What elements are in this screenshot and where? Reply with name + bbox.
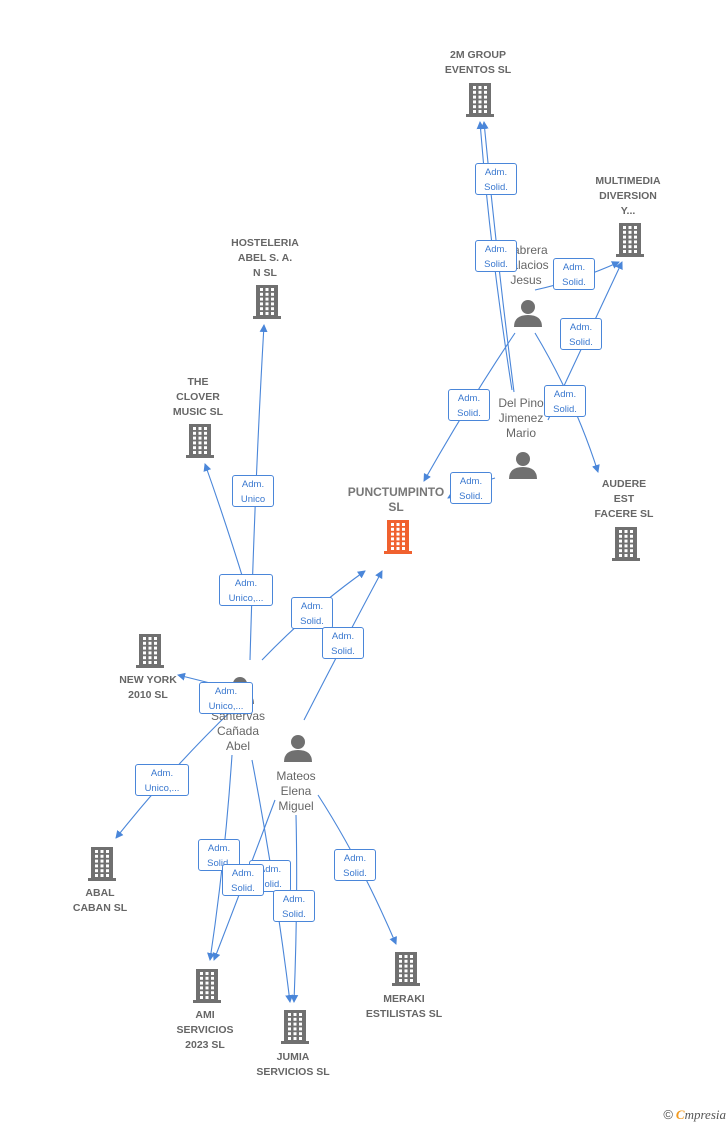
company-multi-building-icon[interactable] <box>616 223 644 257</box>
company-clover-building-icon[interactable] <box>186 424 214 458</box>
role-badge[interactable]: Adm. Solid. <box>334 849 376 881</box>
edge-mateos-to-clover <box>203 463 246 586</box>
role-badge[interactable]: Adm. Solid. <box>553 258 595 290</box>
role-badge[interactable]: Adm. Solid. <box>291 597 333 629</box>
role-badge[interactable]: Adm. Solid. <box>322 627 364 659</box>
node-label-multi[interactable]: MULTIMEDIA DIVERSION Y... <box>595 175 661 217</box>
node-label-punct[interactable]: PUNCTUMPINTO SL <box>347 485 445 514</box>
company-jumia-building-icon[interactable] <box>281 1010 309 1044</box>
copyright-symbol: © <box>663 1107 673 1122</box>
node-label-clover[interactable]: THE CLOVER MUSIC SL <box>172 376 224 418</box>
brand-name: mpresia <box>684 1107 726 1122</box>
role-badge[interactable]: Adm. Unico,... <box>135 764 189 796</box>
company-abal-building-icon[interactable] <box>88 847 116 881</box>
person-delpino-icon[interactable] <box>509 452 537 479</box>
node-label-santervas[interactable]: Santervas Cañada Abel <box>210 709 266 753</box>
person-cabrera-icon[interactable] <box>514 300 542 327</box>
role-badge[interactable]: Adm. Unico,... <box>199 682 253 714</box>
role-badge[interactable]: Adm. Solid. <box>544 385 586 417</box>
node-label-hosteleria[interactable]: HOSTELERIA ABEL S. A. N SL <box>231 237 299 279</box>
role-badge[interactable]: Adm. Unico <box>232 475 274 507</box>
role-badge[interactable]: Adm. Solid. <box>475 240 517 272</box>
node-label-2m[interactable]: 2M GROUP EVENTOS SL <box>444 49 512 76</box>
role-badge[interactable]: Adm. Solid. <box>475 163 517 195</box>
role-badge[interactable]: Adm. Solid. <box>448 389 490 421</box>
person-mateos-icon[interactable] <box>284 735 312 762</box>
node-label-ami[interactable]: AMI SERVICIOS 2023 SL <box>176 1009 234 1051</box>
node-label-delpino[interactable]: Del Pino Jimenez Mario <box>498 396 544 440</box>
role-badge[interactable]: Adm. Solid. <box>222 864 264 896</box>
node-label-newyork[interactable]: NEW YORK 2010 SL <box>119 674 177 701</box>
role-badge[interactable]: Adm. Solid. <box>273 890 315 922</box>
node-label-abal[interactable]: ABAL CABAN SL <box>72 887 128 914</box>
brand-initial: C <box>675 1107 685 1122</box>
brand-footer[interactable]: ©Cmpresia <box>663 1107 726 1123</box>
node-label-audere[interactable]: AUDERE EST FACERE SL <box>594 478 654 520</box>
company-2m-building-icon[interactable] <box>466 83 494 117</box>
company-newyork-building-icon[interactable] <box>136 634 164 668</box>
node-label-mateos[interactable]: Mateos Elena Miguel <box>276 769 316 813</box>
company-punct-building-icon[interactable] <box>384 520 412 554</box>
company-ami-building-icon[interactable] <box>193 969 221 1003</box>
company-audere-building-icon[interactable] <box>612 527 640 561</box>
node-label-meraki[interactable]: MERAKI ESTILISTAS SL <box>365 993 443 1020</box>
company-hosteleria-building-icon[interactable] <box>253 285 281 319</box>
role-badge[interactable]: Adm. Solid. <box>450 472 492 504</box>
role-badge[interactable]: Adm. Unico,... <box>219 574 273 606</box>
node-label-jumia[interactable]: JUMIA SERVICIOS SL <box>256 1051 330 1078</box>
role-badge[interactable]: Adm. Solid. <box>560 318 602 350</box>
company-meraki-building-icon[interactable] <box>392 952 420 986</box>
